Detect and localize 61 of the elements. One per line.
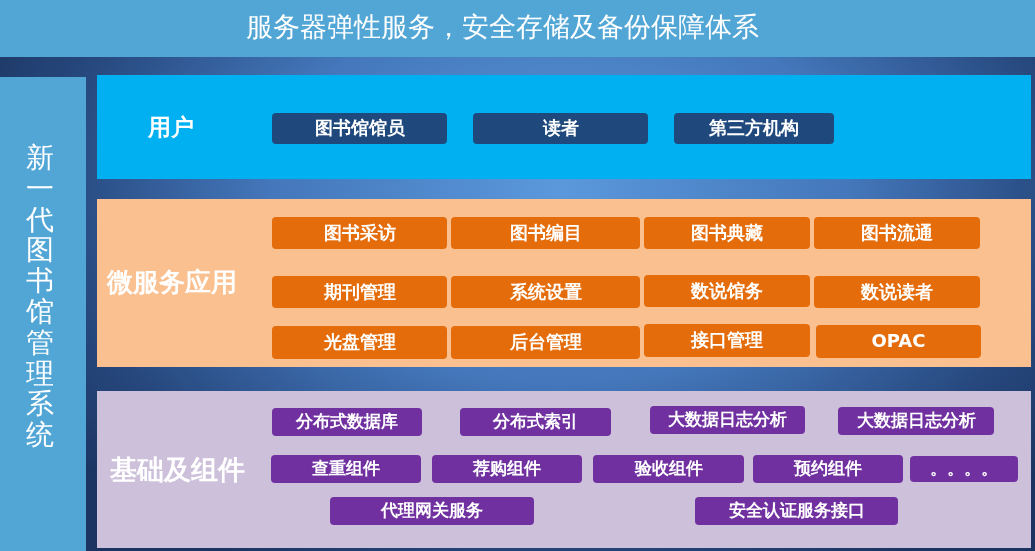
module-box — [644, 324, 810, 357]
module-label: 荐购组件 — [473, 459, 541, 479]
module-label: 图书编目 — [509, 222, 582, 244]
module-box — [674, 113, 834, 144]
module-label: 图书采访 — [323, 222, 396, 244]
module-box — [753, 455, 903, 483]
module-box — [910, 456, 1018, 482]
module-box — [271, 455, 421, 483]
module-label: 系统设置 — [509, 281, 582, 303]
module-label: 验收组件 — [634, 459, 703, 479]
module-label: 期刊管理 — [323, 281, 396, 303]
module-label: 查重组件 — [312, 459, 380, 479]
layer-heading: 微服务应用 — [107, 268, 237, 298]
module-box — [330, 497, 534, 525]
module-box — [814, 276, 980, 308]
module-box — [644, 217, 810, 249]
module-box — [272, 113, 447, 144]
diagram-title: 服务器弹性服务，安全存储及备份保障体系 — [245, 10, 759, 44]
module-box — [272, 276, 447, 308]
module-box — [593, 455, 744, 483]
module-label: 后台管理 — [509, 332, 582, 353]
module-label: 大数据日志分析 — [668, 410, 787, 430]
layer-heading: 基础及组件 — [110, 454, 245, 485]
module-box — [473, 113, 648, 144]
layer-band — [97, 391, 1031, 548]
module-box — [814, 217, 980, 249]
module-label: OPAC — [871, 331, 926, 352]
module-label: 安全认证服务接口 — [728, 501, 865, 521]
module-box — [644, 275, 810, 307]
module-label: 图书馆馆员 — [314, 118, 405, 139]
module-box — [650, 406, 805, 434]
module-label: 代理网关服务 — [381, 501, 483, 521]
panel-title: 新一代图书馆管理系统 — [26, 143, 54, 451]
module-label: 图书流通 — [861, 222, 933, 244]
module-box — [695, 497, 898, 525]
module-box — [451, 276, 640, 308]
module-label: 数说馆务 — [691, 280, 763, 302]
module-label: 接口管理 — [691, 330, 763, 351]
module-label: 分布式数据库 — [296, 412, 398, 432]
layer-band — [97, 199, 1031, 367]
module-label: 图书典藏 — [691, 222, 763, 244]
module-label: 分布式索引 — [493, 412, 578, 432]
module-box — [460, 408, 611, 436]
module-box — [816, 325, 981, 358]
layer-band — [97, 75, 1031, 179]
module-box — [272, 408, 422, 436]
module-box — [272, 217, 447, 249]
side-panel — [0, 77, 86, 551]
module-box — [451, 326, 640, 359]
layer-heading: 用户 — [148, 113, 194, 141]
module-label: 光盘管理 — [323, 332, 396, 353]
module-box — [432, 455, 582, 483]
module-label: 。。。。 — [930, 459, 998, 479]
module-box — [838, 407, 994, 435]
module-label: 读者 — [542, 118, 579, 139]
module-box — [272, 326, 447, 359]
module-label: 数说读者 — [861, 281, 933, 303]
module-label: 预约组件 — [794, 459, 862, 479]
module-label: 大数据日志分析 — [856, 411, 976, 431]
module-label: 第三方机构 — [709, 118, 799, 139]
module-box — [451, 217, 640, 249]
